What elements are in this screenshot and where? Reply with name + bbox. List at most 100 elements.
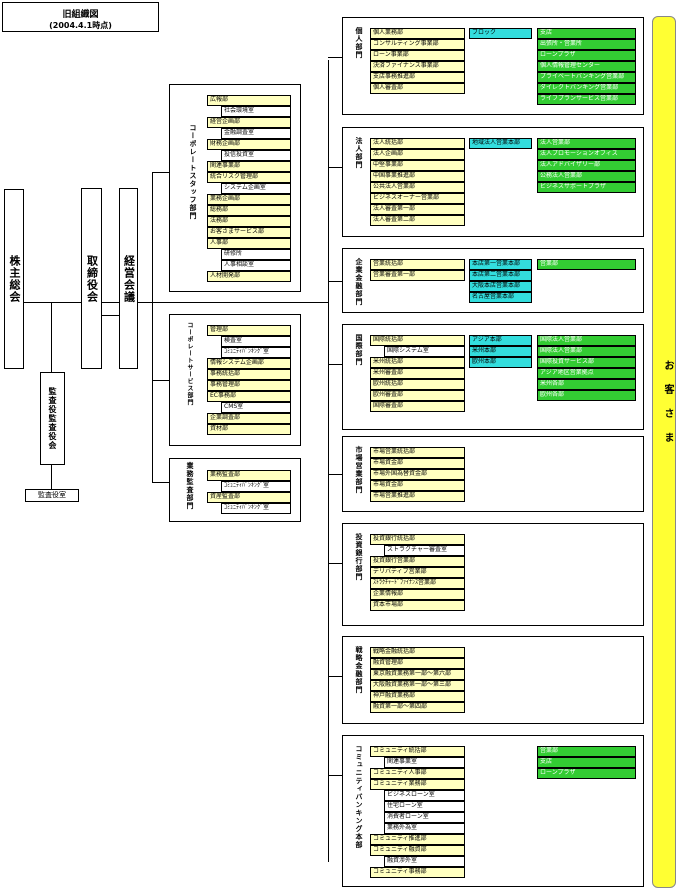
division-item: 中国事業推進部 bbox=[370, 171, 465, 182]
division-hq: 本店第二営業本部 bbox=[469, 270, 532, 281]
corporate-item: システム企画室 bbox=[221, 183, 291, 194]
division-item: 米州統括部 bbox=[370, 357, 465, 368]
division-branch: 支店 bbox=[537, 28, 636, 39]
audit_div-item: 資産監査部 bbox=[207, 492, 291, 503]
division-item: デリバティブ営業部 bbox=[370, 567, 465, 578]
corporate-item: 人事部 bbox=[207, 238, 291, 249]
division-branch: 国際投資サービス部 bbox=[537, 357, 636, 368]
audit-office-label: 監査役室 bbox=[38, 491, 66, 499]
division-branch: 個人情報管理センター bbox=[537, 61, 636, 72]
corporate-item: 財務企画部 bbox=[207, 139, 291, 150]
shareholders-box: 株主総会 bbox=[4, 189, 24, 369]
service-item: EC事務部 bbox=[207, 391, 291, 402]
corporate-item: 関連事業部 bbox=[207, 161, 291, 172]
division-branch: ライフプランサービス営業部 bbox=[537, 94, 636, 105]
division-hq: 大阪本店営業本部 bbox=[469, 281, 532, 292]
division-branch: 法人営業部 bbox=[537, 138, 636, 149]
corporate-item: 広報部 bbox=[207, 95, 291, 106]
exec-box: 経営会議 bbox=[119, 188, 138, 369]
auditors-box: 監査役監査役会 bbox=[40, 372, 65, 465]
service-item: 管理部 bbox=[207, 325, 291, 336]
division-label: 投資銀行部門 bbox=[355, 533, 363, 581]
division-item: 法人企画部 bbox=[370, 149, 465, 160]
division-label: 法人部門 bbox=[355, 137, 363, 169]
corporate-item: 人材開発部 bbox=[207, 271, 291, 282]
division-item: 国際審査部 bbox=[370, 401, 465, 412]
division-item: 東京融資業務第一部～第六部 bbox=[370, 669, 465, 680]
corporate-item: お客さまサービス部 bbox=[207, 227, 291, 238]
corporate-item: 総務部 bbox=[207, 205, 291, 216]
division-item: 戦略金融統括部 bbox=[370, 647, 465, 658]
division-item: 市場資金部 bbox=[370, 458, 465, 469]
corporate-item: 経営企画部 bbox=[207, 117, 291, 128]
service-item: 資材部 bbox=[207, 424, 291, 435]
division-item: 市場資金部 bbox=[370, 480, 465, 491]
service-label: コーポレートサービス部門 bbox=[186, 322, 193, 406]
division-item: 個人業務部 bbox=[370, 28, 465, 39]
division-item: 企業情報部 bbox=[370, 589, 465, 600]
division-item: 欧州統括部 bbox=[370, 379, 465, 390]
division-item: 住宅ローン室 bbox=[384, 801, 465, 812]
okyakusama-label: お客さま bbox=[662, 360, 673, 456]
audit_div-item: ｺﾐｭﾆﾃｨﾊﾞﾝｷﾝｸﾞ室 bbox=[221, 503, 291, 514]
audit-div-label: 業務監査部門 bbox=[186, 462, 194, 510]
division-label: 企業金融部門 bbox=[355, 258, 363, 306]
division-branch: 国際法人営業部 bbox=[537, 346, 636, 357]
division-hq: 本店第一営業本部 bbox=[469, 259, 532, 270]
division-hq: 米州本部 bbox=[469, 346, 532, 357]
division-item: 欧州審査部 bbox=[370, 390, 465, 401]
division-branch: 営業部 bbox=[537, 259, 636, 270]
division-branch: ダイレクトバンキング営業部 bbox=[537, 83, 636, 94]
division-branch: プライベートバンキング営業部 bbox=[537, 72, 636, 83]
service-item: 情報システム企画部 bbox=[207, 358, 291, 369]
division-item: ローン事業部 bbox=[370, 50, 465, 61]
division-item: 市場営業推進部 bbox=[370, 491, 465, 502]
corporate-label: コーポレートスタッフ部門 bbox=[189, 124, 197, 220]
division-label: 国際部門 bbox=[355, 334, 363, 366]
corporate-item: 統合リスク管理部 bbox=[207, 172, 291, 183]
division-item: コンサルティング事業部 bbox=[370, 39, 465, 50]
service-item: ｺﾐｭﾆﾃｨﾊﾞﾝｷﾝｸﾞ室 bbox=[221, 347, 291, 358]
service-item: 事務管理部 bbox=[207, 380, 291, 391]
division-item: 国際統括部 bbox=[370, 335, 465, 346]
corporate-item: 社会環境室 bbox=[221, 106, 291, 117]
division-item: 決済ファイナンス事業部 bbox=[370, 61, 465, 72]
division-branch: ローンプラザ bbox=[537, 768, 636, 779]
division-item: コミュニティ人事部 bbox=[370, 768, 465, 779]
division-item: 米州審査部 bbox=[370, 368, 465, 379]
division-item: 公共法人営業部 bbox=[370, 182, 465, 193]
division-item: 業務外為室 bbox=[384, 823, 465, 834]
audit-office-box: 監査役室 bbox=[25, 489, 79, 502]
title-box: 旧組織図 (2004.4.1時点) bbox=[2, 2, 159, 32]
division-item: 投資銀行営業部 bbox=[370, 556, 465, 567]
division-item: コミュニティ事務部 bbox=[370, 867, 465, 878]
division-item: 支店事務推進部 bbox=[370, 72, 465, 83]
division-branch: 公務法人営業部 bbox=[537, 171, 636, 182]
division-hq: アジア本部 bbox=[469, 335, 532, 346]
corporate-item: 投信投資室 bbox=[221, 150, 291, 161]
division-item: コミュニティ統括部 bbox=[370, 746, 465, 757]
corporate-item: 人事相談室 bbox=[221, 260, 291, 271]
service-item: 企業調査部 bbox=[207, 413, 291, 424]
division-item: コミュニティ推進部 bbox=[370, 834, 465, 845]
division-hq: 名古屋営業本部 bbox=[469, 292, 532, 303]
service-item: 事務統括部 bbox=[207, 369, 291, 380]
division-branch: アジア地区営業拠点 bbox=[537, 368, 636, 379]
division-item: 融資渉外室 bbox=[384, 856, 465, 867]
division-hq: 欧州本部 bbox=[469, 357, 532, 368]
division-item: 法人審査第二部 bbox=[370, 215, 465, 226]
board-box: 取締役会 bbox=[81, 188, 102, 369]
division-item: ビジネスローン室 bbox=[384, 790, 465, 801]
division-item: 神戸融資業務部 bbox=[370, 691, 465, 702]
division-item: 法人審査第一部 bbox=[370, 204, 465, 215]
division-label: 個人部門 bbox=[355, 27, 363, 59]
division-item: 融資管理部 bbox=[370, 658, 465, 669]
division-item: 法人統括部 bbox=[370, 138, 465, 149]
service-item: CMS室 bbox=[221, 402, 291, 413]
division-item: 融資第一部～第四部 bbox=[370, 702, 465, 713]
division-item: 個人審査部 bbox=[370, 83, 465, 94]
division-item: 関連事業室 bbox=[384, 757, 465, 768]
division-branch: ビジネスサポートプラザ bbox=[537, 182, 636, 193]
division-label: 戦略金融部門 bbox=[355, 646, 363, 694]
